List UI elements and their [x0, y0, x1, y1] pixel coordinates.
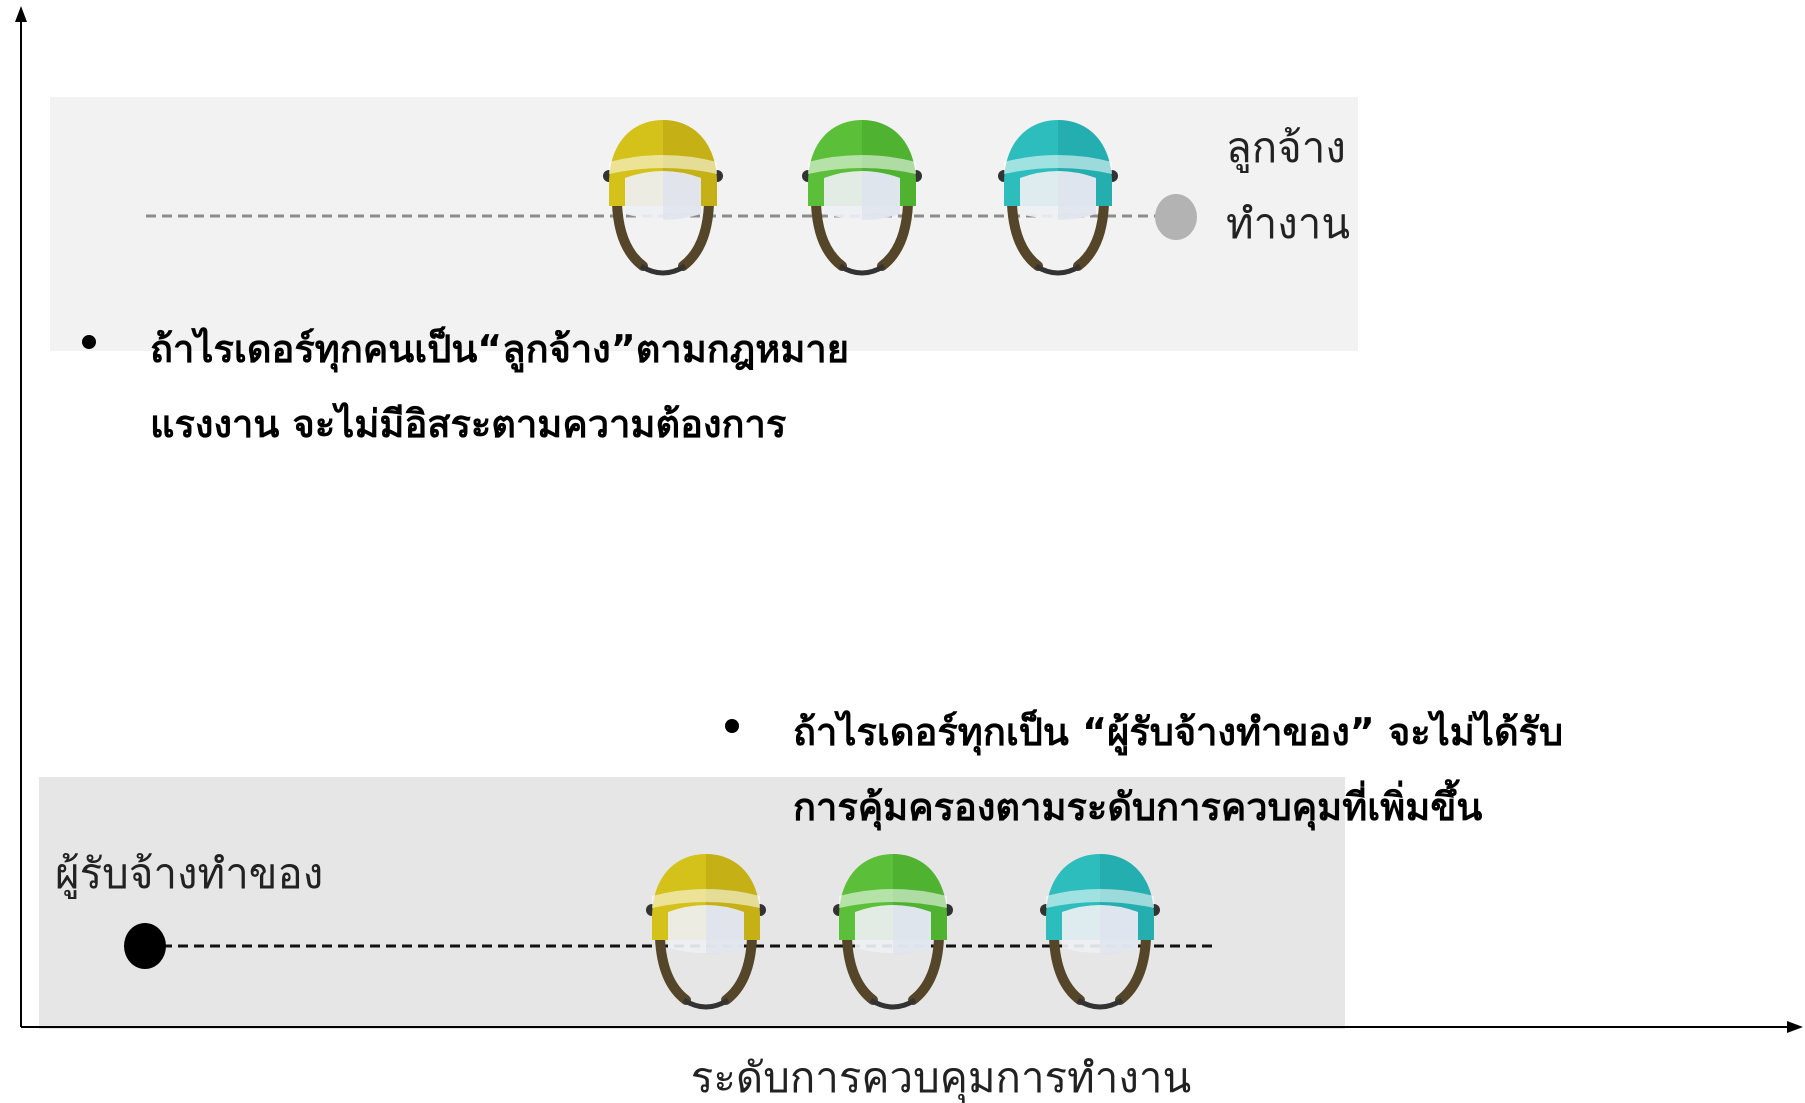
x-axis-label: ระดับการควบคุมการทำงาน [691, 1053, 1191, 1103]
employee-label-line1: ลูกจ้าง [1226, 123, 1346, 173]
lower-bullet-text-line1: ถ้าไรเดอร์ทุกเป็น “ผู้รับจ้างทำของ” จะไม… [793, 709, 1563, 756]
helmet-icon [1040, 854, 1160, 1010]
contractor-start-marker [124, 923, 166, 969]
upper-bullet [82, 335, 96, 349]
employee-end-marker [1155, 194, 1197, 240]
upper-helmets [603, 120, 1118, 276]
helmet-icon [603, 120, 723, 276]
helmet-icon [802, 120, 922, 276]
lower-bullet-text-line2: การคุ้มครองตามระดับการควบคุมที่เพิ่มขึ้น [793, 779, 1482, 831]
employee-label-line2: ทำงาน [1226, 199, 1350, 248]
lower-bullet [725, 719, 739, 733]
lower-helmets [646, 854, 1160, 1010]
x-axis-arrow [1787, 1021, 1803, 1033]
upper-bullet-text-line2: แรงงาน จะไม่มีอิสระตามความต้องการ [150, 402, 787, 446]
y-axis-arrow [15, 6, 27, 22]
helmet-icon [833, 854, 953, 1010]
contractor-label: ผู้รับจ้างทำของ [55, 849, 323, 899]
upper-bullet-text-line1: ถ้าไรเดอร์ทุกคนเป็น“ลูกจ้าง”ตามกฎหมาย [150, 326, 849, 373]
helmet-icon [646, 854, 766, 1010]
helmet-icon [998, 120, 1118, 276]
